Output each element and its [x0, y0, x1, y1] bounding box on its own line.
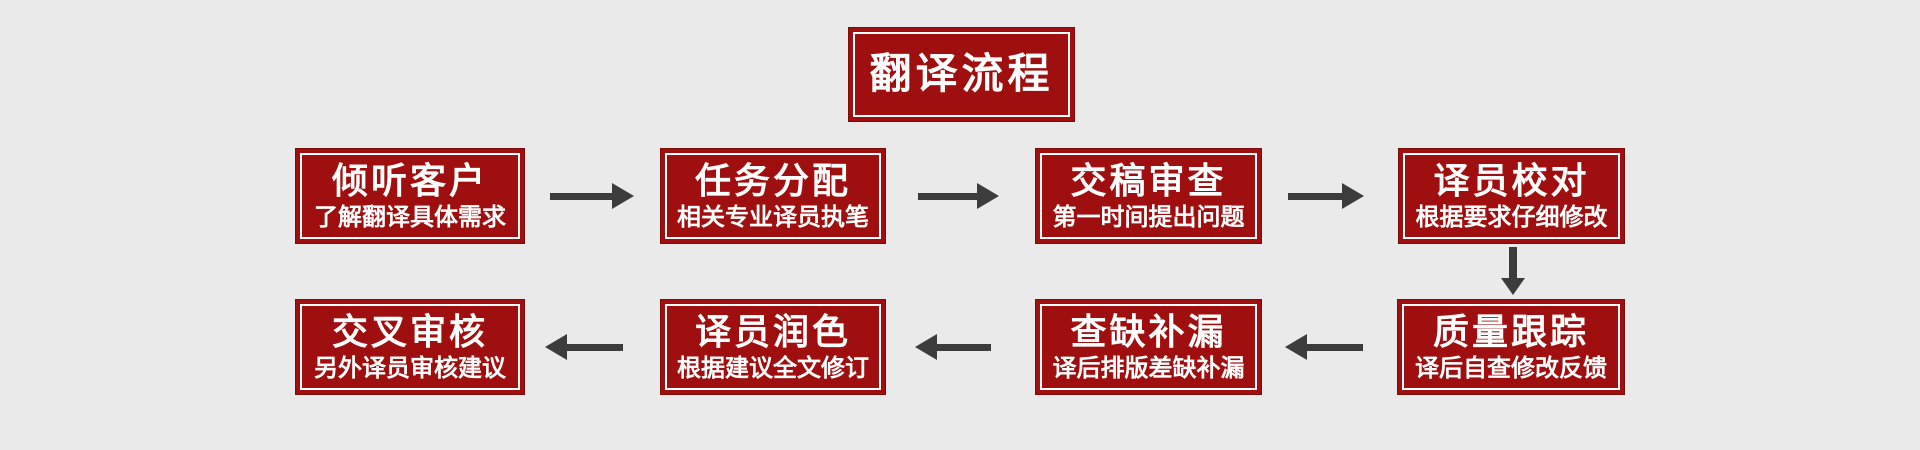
step-subtitle: 相关专业译员执笔 — [677, 203, 869, 231]
flow-title-label: 翻译流程 — [869, 50, 1054, 98]
step-quality-tracking: 质量跟踪 译后自查修改反馈 — [1397, 299, 1625, 395]
flow-title-box: 翻译流程 — [848, 27, 1075, 122]
arrow-right-icon — [550, 183, 634, 209]
arrow-left-icon — [1285, 334, 1363, 360]
step-title: 倾听客户 — [331, 159, 488, 201]
step-subtitle: 译后排版差缺补漏 — [1052, 354, 1245, 382]
arrow-right-icon — [918, 183, 999, 209]
step-subtitle: 第一时间提出问题 — [1052, 203, 1245, 231]
step-translator-polish: 译员润色 根据建议全文修订 — [660, 299, 886, 395]
step-subtitle: 根据建议全文修订 — [677, 354, 869, 382]
step-subtitle: 根据要求仔细修改 — [1415, 203, 1608, 231]
step-title: 译员润色 — [694, 310, 851, 352]
step-cross-review: 交叉审核 另外译员审核建议 — [295, 299, 525, 395]
step-title: 交稿审查 — [1070, 159, 1227, 201]
arrow-left-icon — [915, 334, 991, 360]
arrow-right-icon — [1288, 183, 1364, 209]
step-draft-review: 交稿审查 第一时间提出问题 — [1035, 148, 1262, 244]
step-listen-customer: 倾听客户 了解翻译具体需求 — [295, 148, 525, 244]
step-translator-proofreading: 译员校对 根据要求仔细修改 — [1398, 148, 1625, 244]
step-title: 查缺补漏 — [1070, 310, 1227, 352]
step-subtitle: 另外译员审核建议 — [314, 354, 506, 382]
step-task-assignment: 任务分配 相关专业译员执笔 — [660, 148, 886, 244]
step-title: 译员校对 — [1433, 159, 1590, 201]
step-subtitle: 了解翻译具体需求 — [314, 203, 506, 231]
step-title: 质量跟踪 — [1432, 310, 1589, 352]
arrow-down-icon — [1500, 247, 1526, 295]
step-title: 任务分配 — [694, 159, 851, 201]
step-title: 交叉审核 — [331, 310, 488, 352]
step-gap-check: 查缺补漏 译后排版差缺补漏 — [1035, 299, 1262, 395]
arrow-left-icon — [545, 334, 623, 360]
step-subtitle: 译后自查修改反馈 — [1415, 354, 1607, 382]
flow-title-box-inner: 翻译流程 — [853, 32, 1070, 117]
